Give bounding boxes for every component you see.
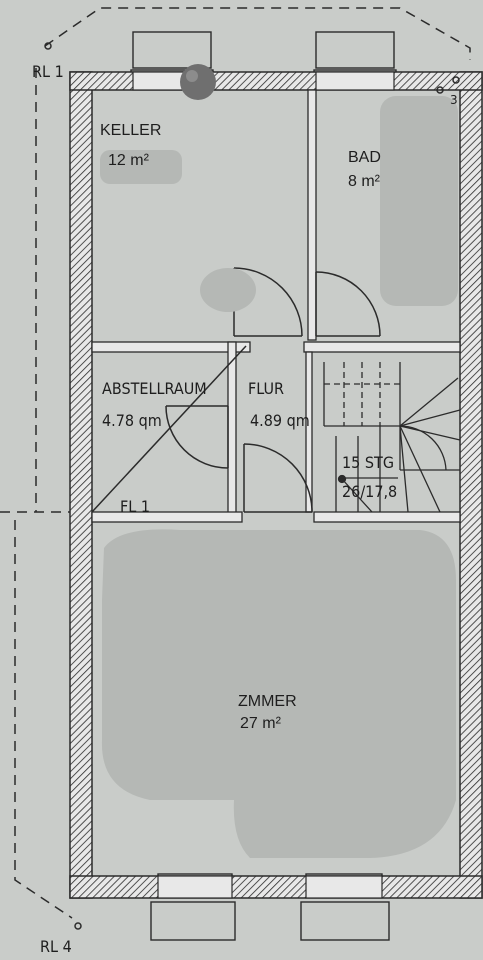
- stairs-steps-label: 15 STG: [342, 453, 394, 472]
- room-bad-name: BAD: [348, 149, 381, 166]
- doors: [91, 267, 381, 513]
- stairs-ratio-label: 26/17,8: [342, 482, 397, 501]
- redaction-blotches: [100, 96, 458, 858]
- room-zimmer-name: ZMMER: [238, 693, 297, 710]
- room-bad-area: 8 m²: [348, 173, 381, 190]
- rl-bottom-label: RL 4: [40, 937, 72, 956]
- corner-number: 3: [450, 93, 458, 107]
- room-abstellraum-name: ABSTELLRAUM: [102, 379, 207, 398]
- rl-top-label: RL 1: [32, 62, 64, 81]
- room-keller-name: KELLER: [100, 122, 161, 139]
- room-keller-area: 12 m²: [108, 152, 150, 169]
- pipe-highlight: [186, 70, 198, 82]
- room-flur-name: FLUR: [248, 379, 284, 398]
- staircase: [323, 362, 461, 513]
- fl-label: FL 1: [120, 497, 150, 516]
- room-zimmer-area: 27 m²: [240, 715, 282, 732]
- pipe-icon: [180, 64, 216, 100]
- room-flur-area: 4.89 qm: [250, 411, 310, 430]
- interior-walls: [91, 89, 461, 523]
- room-abstellraum-area: 4.78 qm: [102, 411, 162, 430]
- reference-markers: [44, 42, 460, 930]
